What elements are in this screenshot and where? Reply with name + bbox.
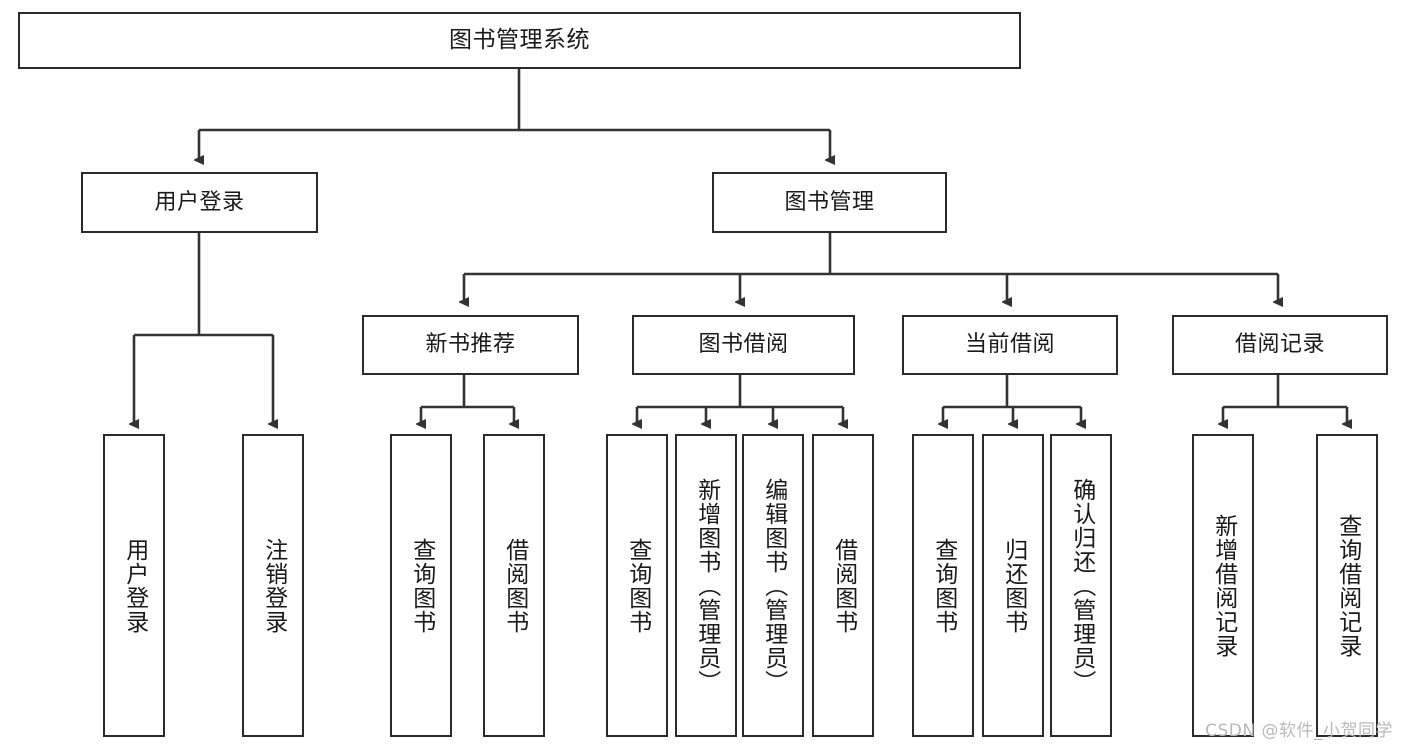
leaf-current-confirm-return-admin-label: 确认归还（管理员） (1068, 477, 1095, 694)
leaf-new-book-query-label: 查询图书 (408, 537, 435, 634)
node-current-borrow[interactable]: 当前借阅 (902, 315, 1118, 375)
leaf-current-confirm-return-admin[interactable]: 确认归还（管理员） (1050, 434, 1112, 737)
node-root-label: 图书管理系统 (449, 26, 590, 53)
node-root-book-management-system[interactable]: 图书管理系统 (18, 12, 1021, 69)
leaf-borrow-borrow-book[interactable]: 借阅图书 (812, 434, 874, 737)
leaf-borrow-add-book-admin-label: 新增图书（管理员） (693, 477, 720, 694)
node-current-borrow-label: 当前借阅 (964, 332, 1055, 358)
leaf-new-book-borrow-label: 借阅图书 (501, 537, 528, 634)
leaf-borrow-borrow-book-label: 借阅图书 (830, 537, 857, 634)
leaf-borrow-edit-book-admin[interactable]: 编辑图书（管理员） (742, 434, 804, 737)
leaf-user-login-sign-out[interactable]: 注销登录 (242, 434, 304, 737)
leaf-current-query-book-label: 查询图书 (930, 537, 957, 634)
leaf-new-book-query[interactable]: 查询图书 (390, 434, 452, 737)
leaf-borrow-query-book[interactable]: 查询图书 (606, 434, 668, 737)
node-new-book-recommend-label: 新书推荐 (425, 332, 516, 358)
leaf-current-query-book[interactable]: 查询图书 (912, 434, 974, 737)
leaf-records-add-record-label: 新增借阅记录 (1210, 513, 1237, 658)
leaf-borrow-edit-book-admin-label: 编辑图书（管理员） (760, 477, 787, 694)
leaf-records-add-record[interactable]: 新增借阅记录 (1192, 434, 1254, 737)
node-borrow-records[interactable]: 借阅记录 (1172, 315, 1388, 375)
node-book-borrow[interactable]: 图书借阅 (632, 315, 855, 375)
node-book-management-label: 图书管理 (784, 189, 875, 215)
node-book-management[interactable]: 图书管理 (712, 172, 947, 233)
leaf-user-login-sign-in-label: 用户登录 (121, 537, 148, 634)
leaf-current-return-book[interactable]: 归还图书 (982, 434, 1044, 737)
node-user-login-label: 用户登录 (154, 189, 245, 215)
leaf-user-login-sign-out-label: 注销登录 (260, 537, 287, 634)
leaf-user-login-sign-in[interactable]: 用户登录 (103, 434, 165, 737)
watermark-text: CSDN @软件_小贺同学 (1205, 721, 1393, 741)
leaf-records-query-record[interactable]: 查询借阅记录 (1316, 434, 1378, 737)
leaf-records-query-record-label: 查询借阅记录 (1334, 513, 1361, 658)
leaf-current-return-book-label: 归还图书 (1000, 537, 1027, 634)
node-borrow-records-label: 借阅记录 (1234, 332, 1325, 358)
node-book-borrow-label: 图书借阅 (698, 332, 789, 358)
leaf-borrow-add-book-admin[interactable]: 新增图书（管理员） (675, 434, 737, 737)
node-user-login[interactable]: 用户登录 (81, 172, 318, 233)
node-new-book-recommend[interactable]: 新书推荐 (362, 315, 579, 375)
leaf-new-book-borrow[interactable]: 借阅图书 (483, 434, 545, 737)
leaf-borrow-query-book-label: 查询图书 (624, 537, 651, 634)
